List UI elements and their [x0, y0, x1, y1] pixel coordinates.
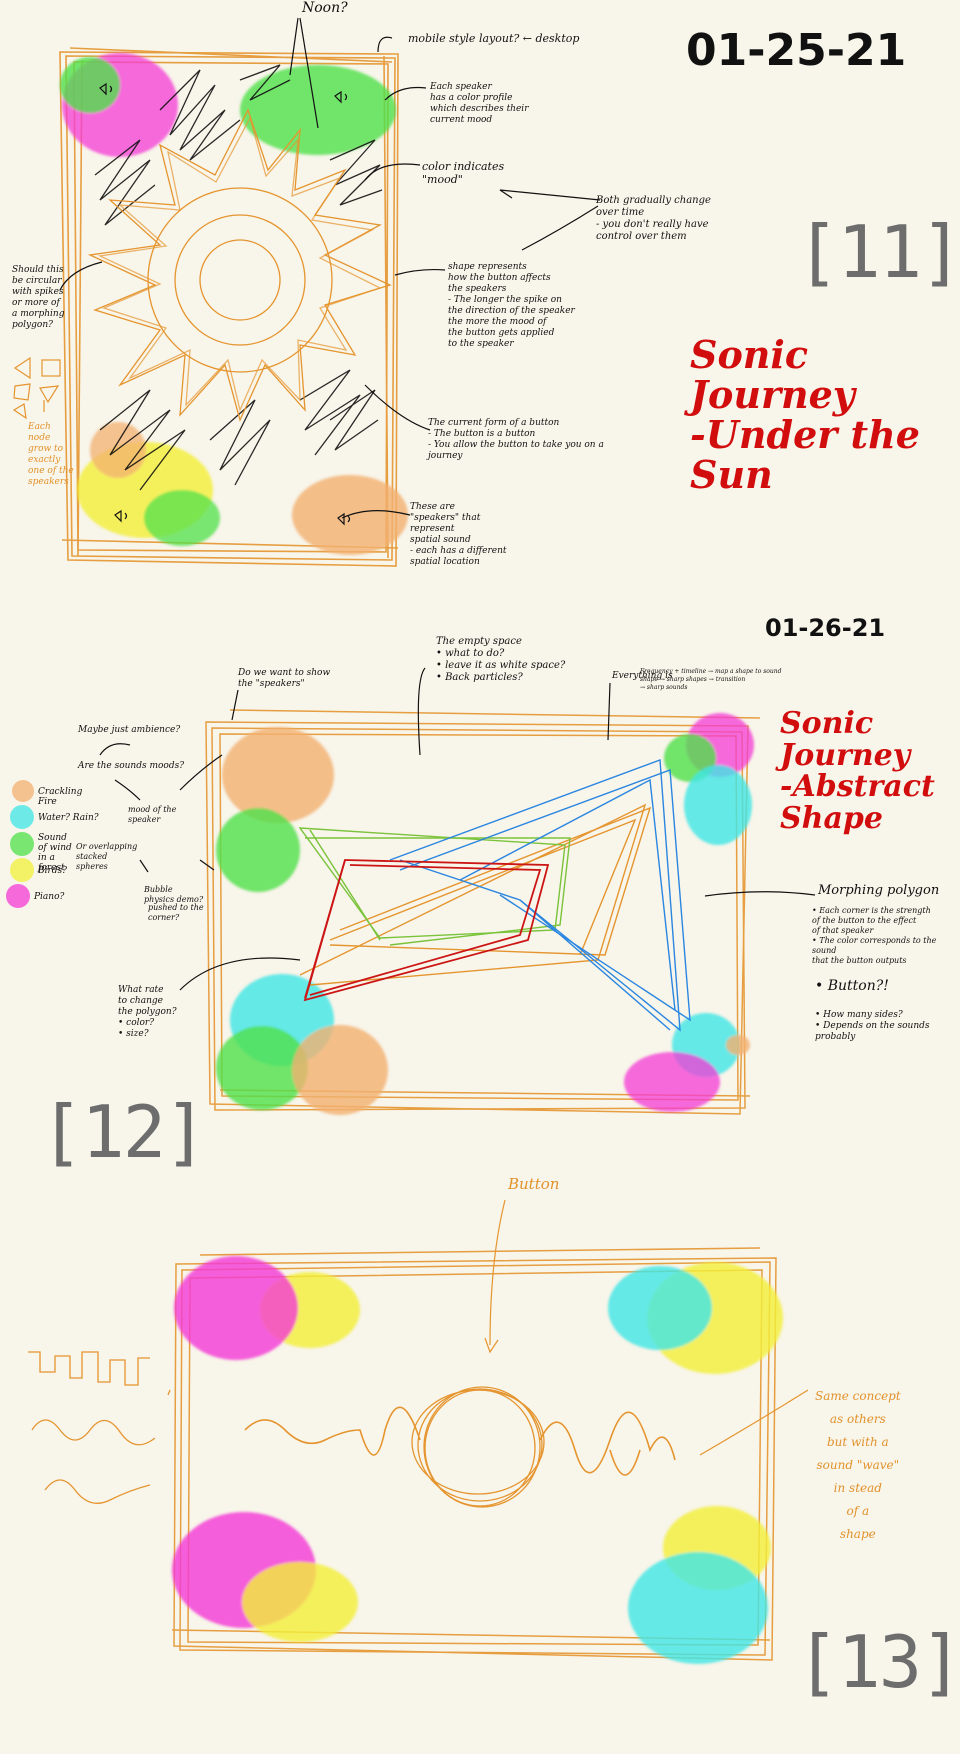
sketch11-title: Sonic Journey -Under the Sun [690, 332, 920, 497]
sketch13-index: [13] [796, 1620, 960, 1704]
note-mood-of-speaker: mood of the speaker [128, 805, 177, 824]
sketch13-arrows [484, 1199, 809, 1456]
sketch11-arrows [59, 17, 601, 519]
sketch13-wave-doodles [28, 1351, 171, 1504]
sketch11-shape-doodles [12, 356, 61, 420]
note-these-are-speakers: These are "speakers" that represent spat… [410, 502, 507, 567]
speaker-bottom-left-peach [90, 422, 146, 478]
sketch11-sun [87, 108, 392, 422]
sun-ring-middle [174, 214, 306, 346]
legend-label-water: Water? Rain? [38, 813, 99, 823]
sketch12-frame [205, 709, 761, 1115]
sketch12-title: Sonic Journey -Abstract Shape [780, 706, 935, 836]
speaker-bottom-left-green [144, 490, 220, 546]
note-are-sounds-moods: Are the sounds moods? [78, 761, 185, 771]
legend-swatch-birds [10, 858, 34, 882]
legend-swatch-water [10, 805, 34, 829]
note-morphing-polygon: Morphing polygon [818, 883, 940, 898]
sketch12-morphing-polygon [298, 759, 691, 1032]
sun-ring-inner [199, 239, 281, 321]
legend-label-piano: Piano? [34, 892, 65, 902]
note-should-this: Should this be circular with spikes or m… [12, 265, 65, 330]
speaker-top-left-green [60, 57, 120, 113]
note-color-indicates: color indicates "mood" [422, 160, 505, 186]
sketch13-speakers [172, 1256, 783, 1664]
note-each-speaker: Each speaker has a color profile which d… [430, 82, 529, 125]
sketch13-sound-wave [244, 1406, 676, 1476]
legend-label-wind: Sound of wind in a forest [38, 833, 72, 873]
sketch11-scribbles [94, 64, 383, 491]
legend-swatch-piano [6, 884, 30, 908]
note-noon: Noon? [302, 0, 348, 16]
sketch13-button-circle [411, 1386, 545, 1508]
sketch11-date: 01-25-21 [686, 25, 907, 76]
sketch12-date: 01-26-21 [765, 614, 886, 642]
note-each-node: Each node grow to exactly one of the spe… [28, 422, 74, 487]
note-do-we-want: Do we want to show the "speakers" [238, 668, 331, 689]
sketch12-speakers [216, 713, 754, 1115]
note-overlapping: Or overlapping stacked spheres [76, 842, 138, 871]
sketch12-index: [12] [40, 1090, 207, 1174]
sketch12-arrows [99, 667, 816, 991]
sketch11-speaker-glyphs [99, 82, 351, 526]
sketch12-drawing [99, 667, 816, 1115]
sun-ring-outer [147, 187, 333, 373]
legend-label-fire: Crackling Fire [38, 787, 83, 807]
legend-swatch-wind [10, 832, 34, 856]
legend-swatch-fire [12, 780, 34, 802]
note-maybe-ambience: Maybe just ambience? [78, 725, 181, 735]
note-button-question: • Button?! [815, 978, 889, 994]
note-mobile-layout: mobile style layout? ← desktop [408, 32, 580, 45]
sketch11-speakers [60, 53, 408, 555]
sketch11-index: [11] [796, 210, 960, 294]
note-current-form: The current form of a button - The butto… [428, 418, 604, 461]
note-empty-space: The empty space • what to do? • leave it… [436, 636, 566, 683]
note-what-rate: What rate to change the polygon? • color… [118, 985, 177, 1039]
note-flow: Frequency + timeline → map a shape to so… [640, 668, 782, 691]
note-how-many-sides: • How many sides? • Depends on the sound… [815, 1010, 930, 1042]
note-same-concept: Same concept as others but with a sound … [815, 1389, 901, 1541]
note-morphing-details: • Each corner is the strength of the but… [812, 906, 937, 965]
note-shape-represents: shape represents how the button affects … [448, 262, 575, 349]
note-pushed-corner: pushed to the corner? [148, 903, 204, 922]
legend-label-birds: Birds? [38, 866, 67, 876]
note-bubble-physics: Bubble physics demo? [144, 885, 204, 904]
speaker-top-right-green [240, 65, 396, 155]
note-both-change: Both gradually change over time - you do… [596, 195, 711, 242]
note-everything-is: Everything is [612, 671, 673, 681]
note-button: Button [508, 1175, 560, 1193]
sketch11-drawing [12, 17, 601, 567]
sketch13-drawing [28, 1199, 809, 1664]
